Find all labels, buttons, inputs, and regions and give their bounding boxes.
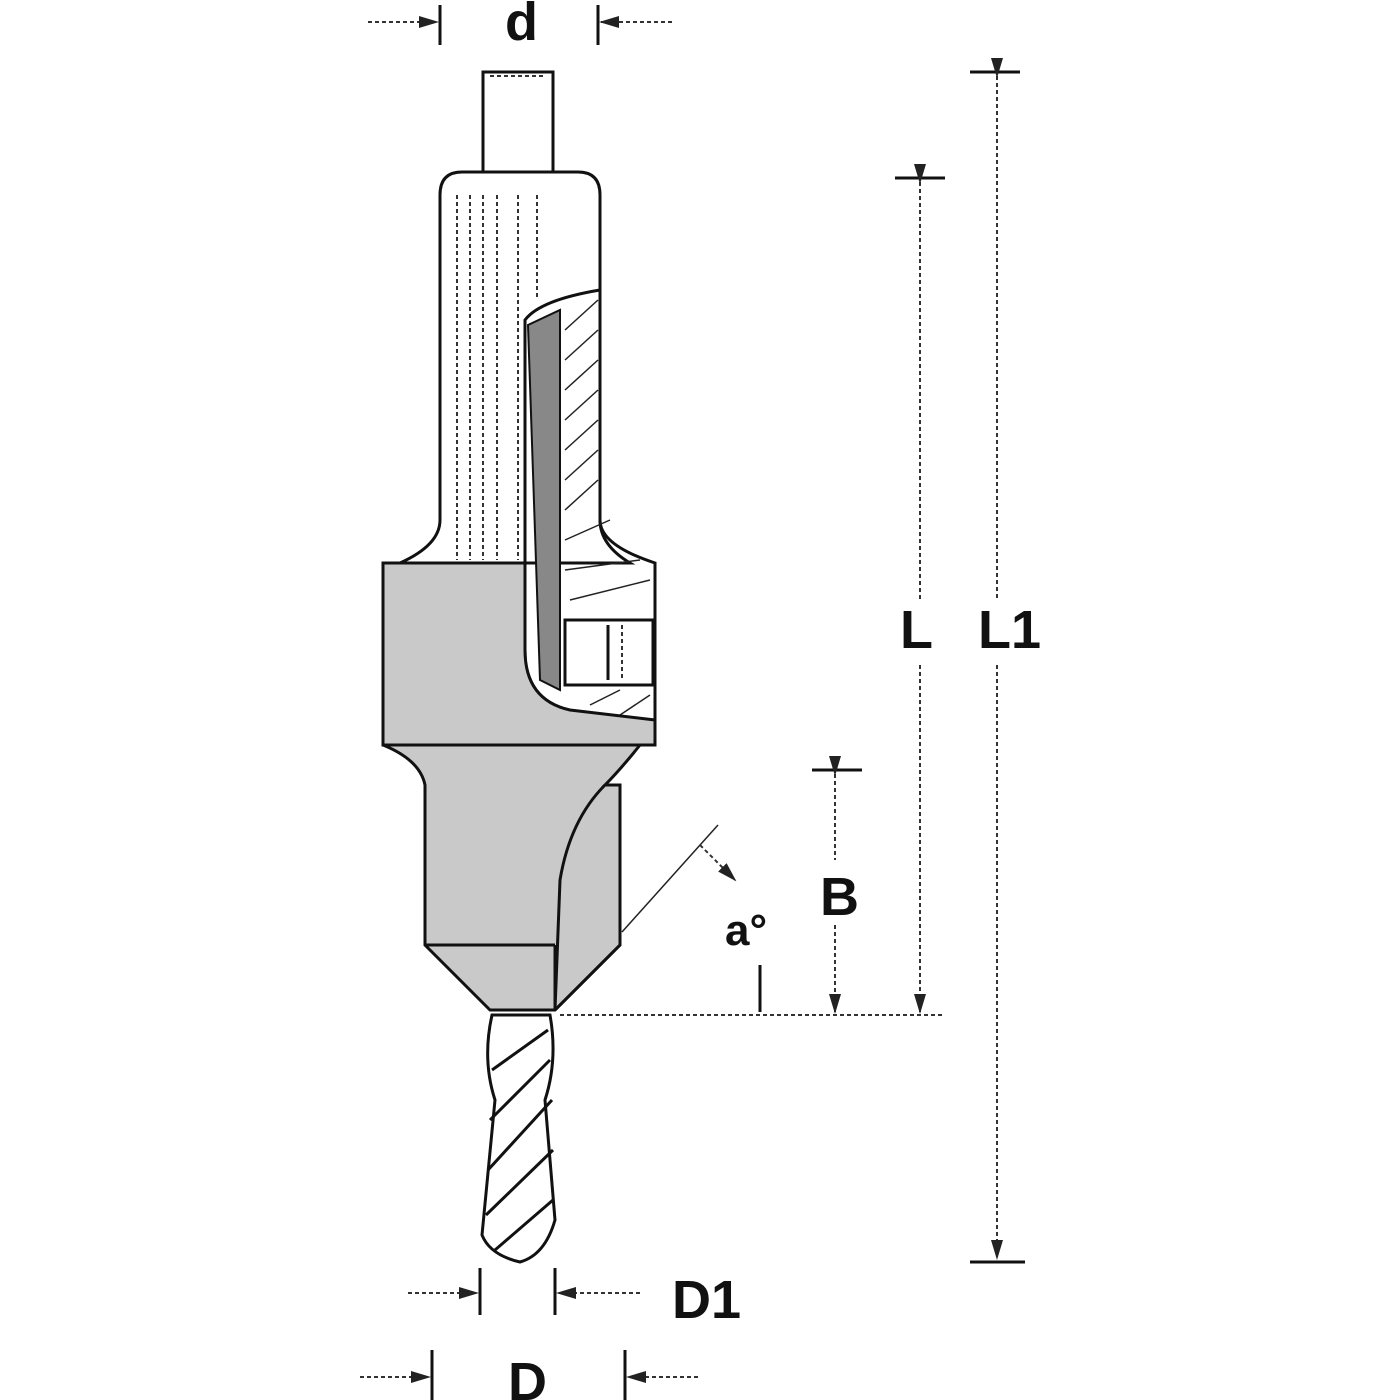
drill <box>480 1013 557 1264</box>
label-B: B <box>820 867 859 927</box>
label-d: d <box>505 0 538 52</box>
dimension-angle <box>621 824 762 1012</box>
label-L: L <box>900 600 933 660</box>
dimension-L1 <box>970 58 1025 1264</box>
dimension-d <box>368 5 672 45</box>
label-L1: L1 <box>978 600 1041 660</box>
label-angle: a° <box>725 906 767 955</box>
dimension-D <box>360 1350 698 1400</box>
dimension-L <box>895 164 945 1014</box>
shank-tip <box>481 70 555 174</box>
cutter-body <box>382 743 644 1012</box>
label-D: D <box>508 1352 547 1400</box>
collar <box>381 561 657 747</box>
label-D1: D1 <box>672 1270 741 1330</box>
dimension-D1 <box>408 1268 640 1315</box>
shank <box>399 170 657 722</box>
dimension-B <box>812 756 862 1014</box>
